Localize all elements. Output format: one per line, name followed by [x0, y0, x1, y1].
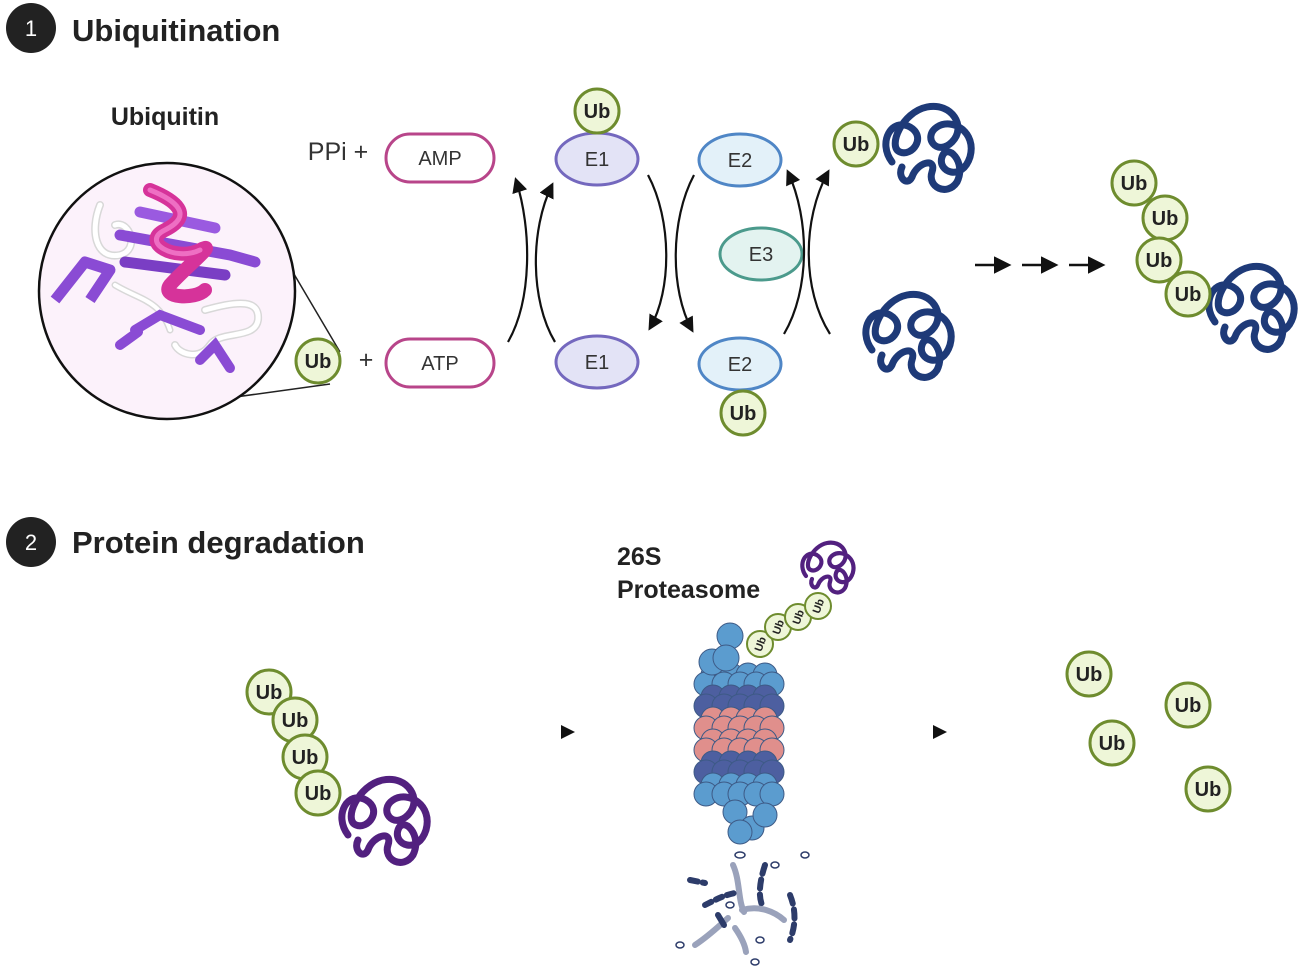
proteasome-label-line2: Proteasome: [617, 576, 760, 604]
amp-pill: [384, 132, 496, 184]
poly-substrate-blob: [1209, 266, 1294, 349]
e1-bottom-label: E1: [585, 352, 609, 374]
ppi-plus-amp: PPi + AMP: [308, 132, 496, 184]
released-ub-4: [1184, 765, 1232, 813]
proteasome-26s: 26S Proteasome Ub Ub Ub Ub: [617, 543, 854, 966]
proteasome-subunit: [759, 781, 785, 807]
ub-chain-1: Ub Ub Ub Ub: [1110, 159, 1212, 318]
ub-on-e1-label: Ub: [584, 101, 611, 123]
proteasome-ub-4: [804, 592, 832, 620]
released-ub-1-label: Ub: [1076, 664, 1103, 686]
ub-free-label: Ub: [305, 351, 332, 373]
e1-ub-complex: E1 Ub: [554, 87, 640, 187]
released-ub-1: [1065, 650, 1113, 698]
atp-label: ATP: [421, 353, 458, 375]
arrow-to-proteasome-head: [561, 725, 575, 739]
ubiquitin-structure-label: Ubiquitin: [111, 103, 219, 131]
released-ub-2-label: Ub: [1175, 695, 1202, 717]
e1-top-label: E1: [585, 149, 609, 171]
e1-free: E1: [554, 334, 640, 390]
ub-free: [294, 337, 342, 385]
e2-ub-complex: E2 Ub: [697, 336, 783, 437]
e3: [718, 226, 804, 282]
ub-chain-1-3-label: Ub: [1146, 250, 1173, 272]
e2-top-label: E2: [728, 150, 752, 172]
released-ub-3: [1088, 719, 1136, 767]
ubiquitin-structure: Ubiquitin: [37, 103, 341, 421]
e2-top: [697, 132, 783, 188]
section-2-header: 2 Protein degradation: [6, 517, 365, 567]
degradation-substrate: Ub Ub Ub Ub: [245, 668, 427, 862]
arrow-e1-to-e1: [647, 174, 668, 331]
section-1-badge: [6, 3, 56, 53]
mono-ubiquitinated-protein: Ub: [832, 106, 971, 189]
amp-label: AMP: [418, 148, 461, 170]
proteasome-cap-subunit: [716, 622, 744, 650]
released-ub-4-label: Ub: [1195, 779, 1222, 801]
proteasome-label-line1: 26S: [617, 543, 661, 571]
ub-chain-1-3: [1135, 236, 1183, 284]
proteasome-ub-chain: Ub Ub Ub Ub: [746, 592, 832, 658]
reaction-arrows: [507, 169, 831, 343]
ub-on-substrate-label: Ub: [843, 134, 870, 156]
section-2-badge: [6, 517, 56, 567]
released-ub-2: [1164, 681, 1212, 729]
peptide-fragments: [675, 851, 810, 966]
ub-on-substrate: [832, 120, 880, 168]
proteasome-cap-subunit: [752, 802, 778, 828]
ub-on-e1: [573, 87, 621, 135]
ub-plus-atp: Ub + ATP: [294, 337, 496, 389]
e3-ligase: E3: [718, 226, 804, 282]
arrow-atp-to-amp: [507, 177, 529, 343]
ub-chain-1-4: [1164, 270, 1212, 318]
degradation-substrate-blob: [342, 779, 427, 862]
ub-chain-2-4: [294, 769, 342, 817]
released-ub-3-label: Ub: [1099, 733, 1126, 755]
ub-on-e2-label: Ub: [730, 403, 757, 425]
arrow-e2-to-e2ub: [674, 174, 695, 333]
e2-bottom-label: E2: [728, 354, 752, 376]
arrow-e2ub-to-e2: [783, 169, 806, 335]
arrow-substrate-to-ub: [807, 169, 831, 335]
section-1-header: 1 Ubiquitination: [6, 3, 280, 53]
proteasome-cap-subunit: [712, 644, 740, 672]
ub-chain-1-1-label: Ub: [1121, 173, 1148, 195]
proteasome-ub-1: [746, 630, 774, 658]
substrate-protein: [866, 294, 951, 377]
ub-chain-2-1-label: Ub: [256, 682, 283, 704]
proteasome-ub-4-label: Ub: [811, 597, 827, 615]
ub-chain-1-4-label: Ub: [1175, 284, 1202, 306]
ub-chain-1-1: [1110, 159, 1158, 207]
section-2-number: 2: [25, 530, 37, 555]
substrate-blob-top: [886, 106, 971, 189]
ub-chain-2-3-label: Ub: [292, 747, 319, 769]
proteasome-ub-2-label: Ub: [771, 618, 787, 636]
ub-chain-1-2-label: Ub: [1152, 208, 1179, 230]
ppi-label: PPi +: [308, 138, 368, 166]
e2-free: E2: [697, 132, 783, 188]
proteasome-substrate-blob: [802, 543, 853, 593]
proteasome-ub-3-label: Ub: [791, 608, 807, 626]
arrow-from-proteasome-head: [933, 725, 947, 739]
ub-chain-2-2-label: Ub: [282, 710, 309, 732]
proteasome-ub-1-label: Ub: [753, 635, 769, 653]
atp-pill: [384, 337, 496, 389]
e3-label: E3: [749, 244, 773, 266]
e1-bottom: [554, 334, 640, 390]
section-1-title: Ubiquitination: [72, 13, 280, 48]
released-ubiquitin: Ub Ub Ub Ub: [1065, 650, 1232, 813]
ribbon-structure-image: [50, 183, 263, 373]
section-1-number: 1: [25, 16, 37, 41]
proteasome-body: [693, 622, 785, 845]
proteasome-cap-subunit: [727, 819, 753, 845]
section-2-title: Protein degradation: [72, 525, 365, 560]
polyubiquitinated-protein: Ub Ub Ub Ub: [1110, 159, 1294, 349]
plus-sign: +: [359, 346, 374, 374]
arrow-e1-activation: [534, 182, 556, 343]
ub-chain-2-4-label: Ub: [305, 783, 332, 805]
ub-on-e2: [719, 389, 767, 437]
